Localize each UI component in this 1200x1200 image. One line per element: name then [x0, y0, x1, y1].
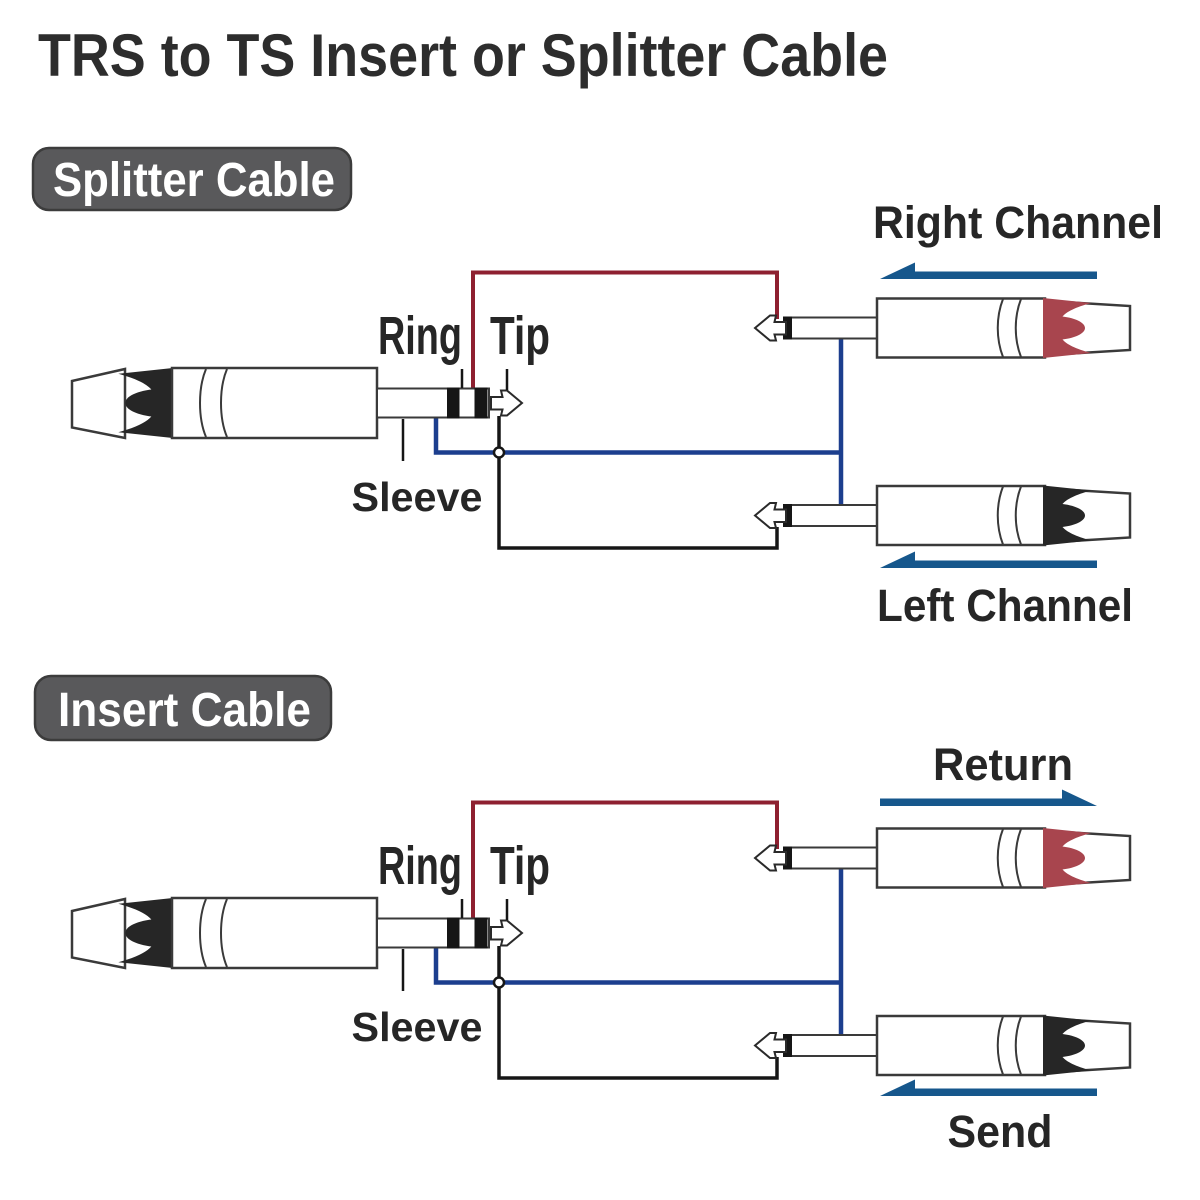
left-channel-label: Left Channel	[877, 580, 1133, 631]
return-arrow	[880, 789, 1097, 806]
insert-badge-label: Insert Cable	[58, 684, 311, 737]
sleeve-label: Sleeve	[352, 1004, 483, 1050]
splitter-badge-background	[31, 146, 353, 212]
sleeve-label: Sleeve	[352, 474, 483, 520]
splitter-badge: Splitter Cable	[31, 146, 353, 212]
splitter-badge-label: Splitter Cable	[53, 154, 335, 207]
tip-label: Tip	[490, 836, 550, 896]
left-channel-arrow	[880, 551, 1097, 568]
right-channel-label: Right Channel	[873, 197, 1163, 248]
page-title: TRS to TS Insert or Splitter Cable	[38, 22, 888, 89]
insert-badge: Insert Cable	[33, 674, 333, 742]
send-arrow	[880, 1079, 1097, 1096]
tip-label: Tip	[490, 306, 550, 366]
right-channel-arrow	[880, 262, 1097, 279]
send-label: Send	[948, 1106, 1053, 1157]
ring-label: Ring	[378, 306, 462, 366]
splitter-section: Splitter Cable Ring Tip Sleeve Right Cha…	[31, 146, 1163, 631]
return-label: Return	[933, 739, 1073, 790]
insert-wiring-harness	[72, 803, 1130, 1079]
ring-label: Ring	[378, 836, 462, 896]
splitter-wiring-harness	[72, 273, 1130, 549]
insert-badge-background	[33, 674, 333, 742]
insert-section: Insert Cable Ring Tip Sleeve Return Send	[33, 674, 1130, 1157]
